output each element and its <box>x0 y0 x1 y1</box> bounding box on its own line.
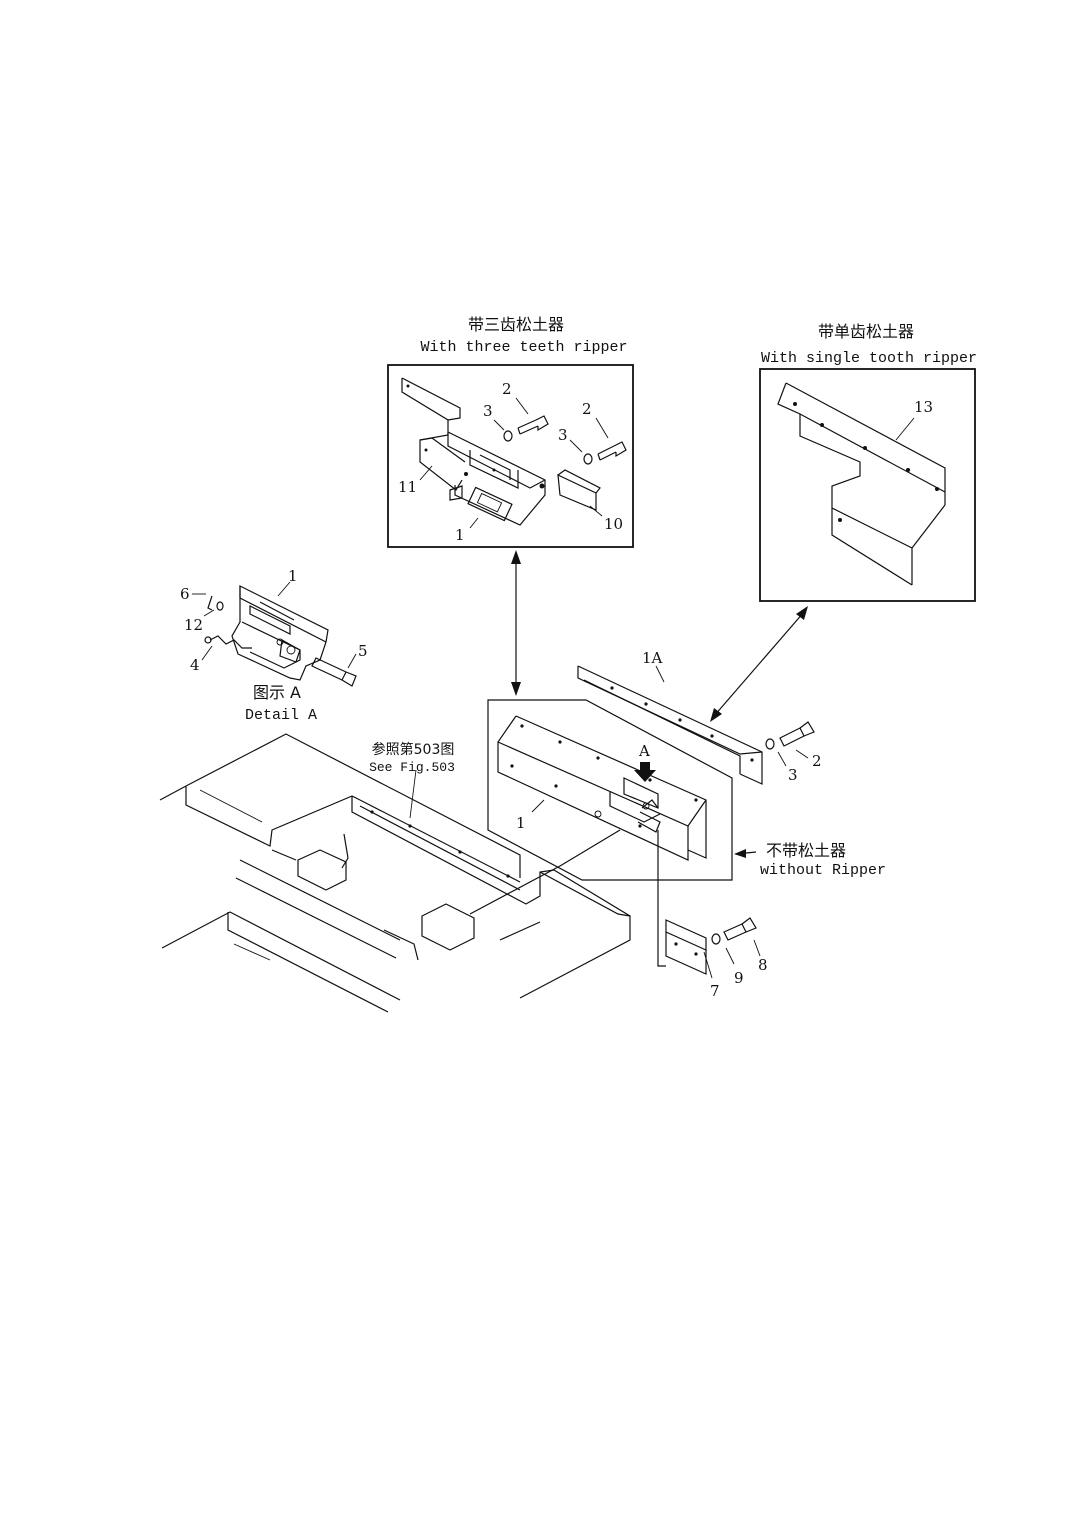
single-tooth-title-en: With single tooth ripper <box>761 350 977 367</box>
arrowhead-icon <box>734 849 746 858</box>
bolt-icon <box>517 415 549 435</box>
washer-icon <box>503 430 513 442</box>
arrowhead-icon <box>710 708 722 722</box>
detail-a-title-cn: 图示 A <box>253 683 301 702</box>
callout-1: 1 <box>288 567 298 585</box>
see-fig-503-en: See Fig.503 <box>369 760 455 775</box>
bolt-icon <box>597 441 627 461</box>
leader-to-bracket <box>657 830 666 967</box>
three-teeth-bracket-drawing <box>401 377 627 529</box>
callout-9: 9 <box>734 969 744 987</box>
callout-12: 12 <box>184 616 203 634</box>
callout-11: 11 <box>398 478 417 496</box>
arrowhead-icon <box>796 606 808 620</box>
callout-10: 10 <box>604 515 623 533</box>
strip-1a <box>577 665 763 785</box>
detail-a-drawing <box>192 581 357 687</box>
callout-2: 2 <box>582 400 592 418</box>
bolt-icon <box>723 917 757 941</box>
callout-13: 13 <box>914 398 933 416</box>
washer-icon <box>216 601 224 611</box>
single-tooth-title-cn: 带单齿松土器 <box>818 322 914 341</box>
callout-3: 3 <box>558 426 568 444</box>
callout-2: 2 <box>812 752 822 770</box>
three-teeth-ripper-panel: 带三齿松土器 With three teeth ripper <box>387 315 634 548</box>
single-tooth-ripper-panel: 带单齿松土器 With single tooth ripper 13 <box>759 322 977 602</box>
arrow-single-tooth-link <box>713 611 805 717</box>
callout-7: 7 <box>710 982 720 1000</box>
single-tooth-frame <box>759 368 976 602</box>
callout-3: 3 <box>483 402 493 420</box>
callout-1: 1 <box>516 814 526 832</box>
three-teeth-title-en: With three teeth ripper <box>420 339 627 356</box>
connector-arrows <box>511 550 808 722</box>
callout-1: 1 <box>455 526 465 544</box>
see-fig-503-cn: 参照第503图 <box>372 741 455 758</box>
callout-1a: 1A <box>642 649 663 667</box>
washer-icon <box>711 933 721 945</box>
washer-icon <box>583 453 593 465</box>
tractor-body <box>159 733 631 1013</box>
callout-2: 2 <box>502 380 512 398</box>
without-ripper-cn: 不带松土器 <box>766 841 846 860</box>
main-plate-1 <box>497 715 707 861</box>
down-arrow-icon <box>634 762 656 782</box>
callout-5: 5 <box>358 642 368 660</box>
washer-icon <box>765 738 775 750</box>
callout-4: 4 <box>190 656 200 674</box>
bolt-icon <box>311 657 357 687</box>
single-tooth-bracket-drawing <box>777 382 946 586</box>
view-marker-a: A <box>638 742 650 760</box>
main-view: A <box>159 649 886 1013</box>
three-teeth-title-cn: 带三齿松土器 <box>468 315 564 334</box>
without-ripper-en: without Ripper <box>760 862 886 879</box>
detail-a-title-en: Detail A <box>245 707 317 724</box>
bolt-icon <box>779 721 815 747</box>
callout-8: 8 <box>758 956 768 974</box>
bracket-7 <box>665 919 707 975</box>
three-teeth-frame <box>387 364 634 548</box>
arrowhead-icon <box>511 550 521 564</box>
arrowhead-icon <box>511 682 521 696</box>
detail-a: 1 6 12 4 5 图示 A Detail A <box>180 567 368 724</box>
main-plate-enclosure <box>487 699 733 881</box>
callout-6: 6 <box>180 585 190 603</box>
clip-icon <box>204 636 212 644</box>
callout-3: 3 <box>788 766 798 784</box>
